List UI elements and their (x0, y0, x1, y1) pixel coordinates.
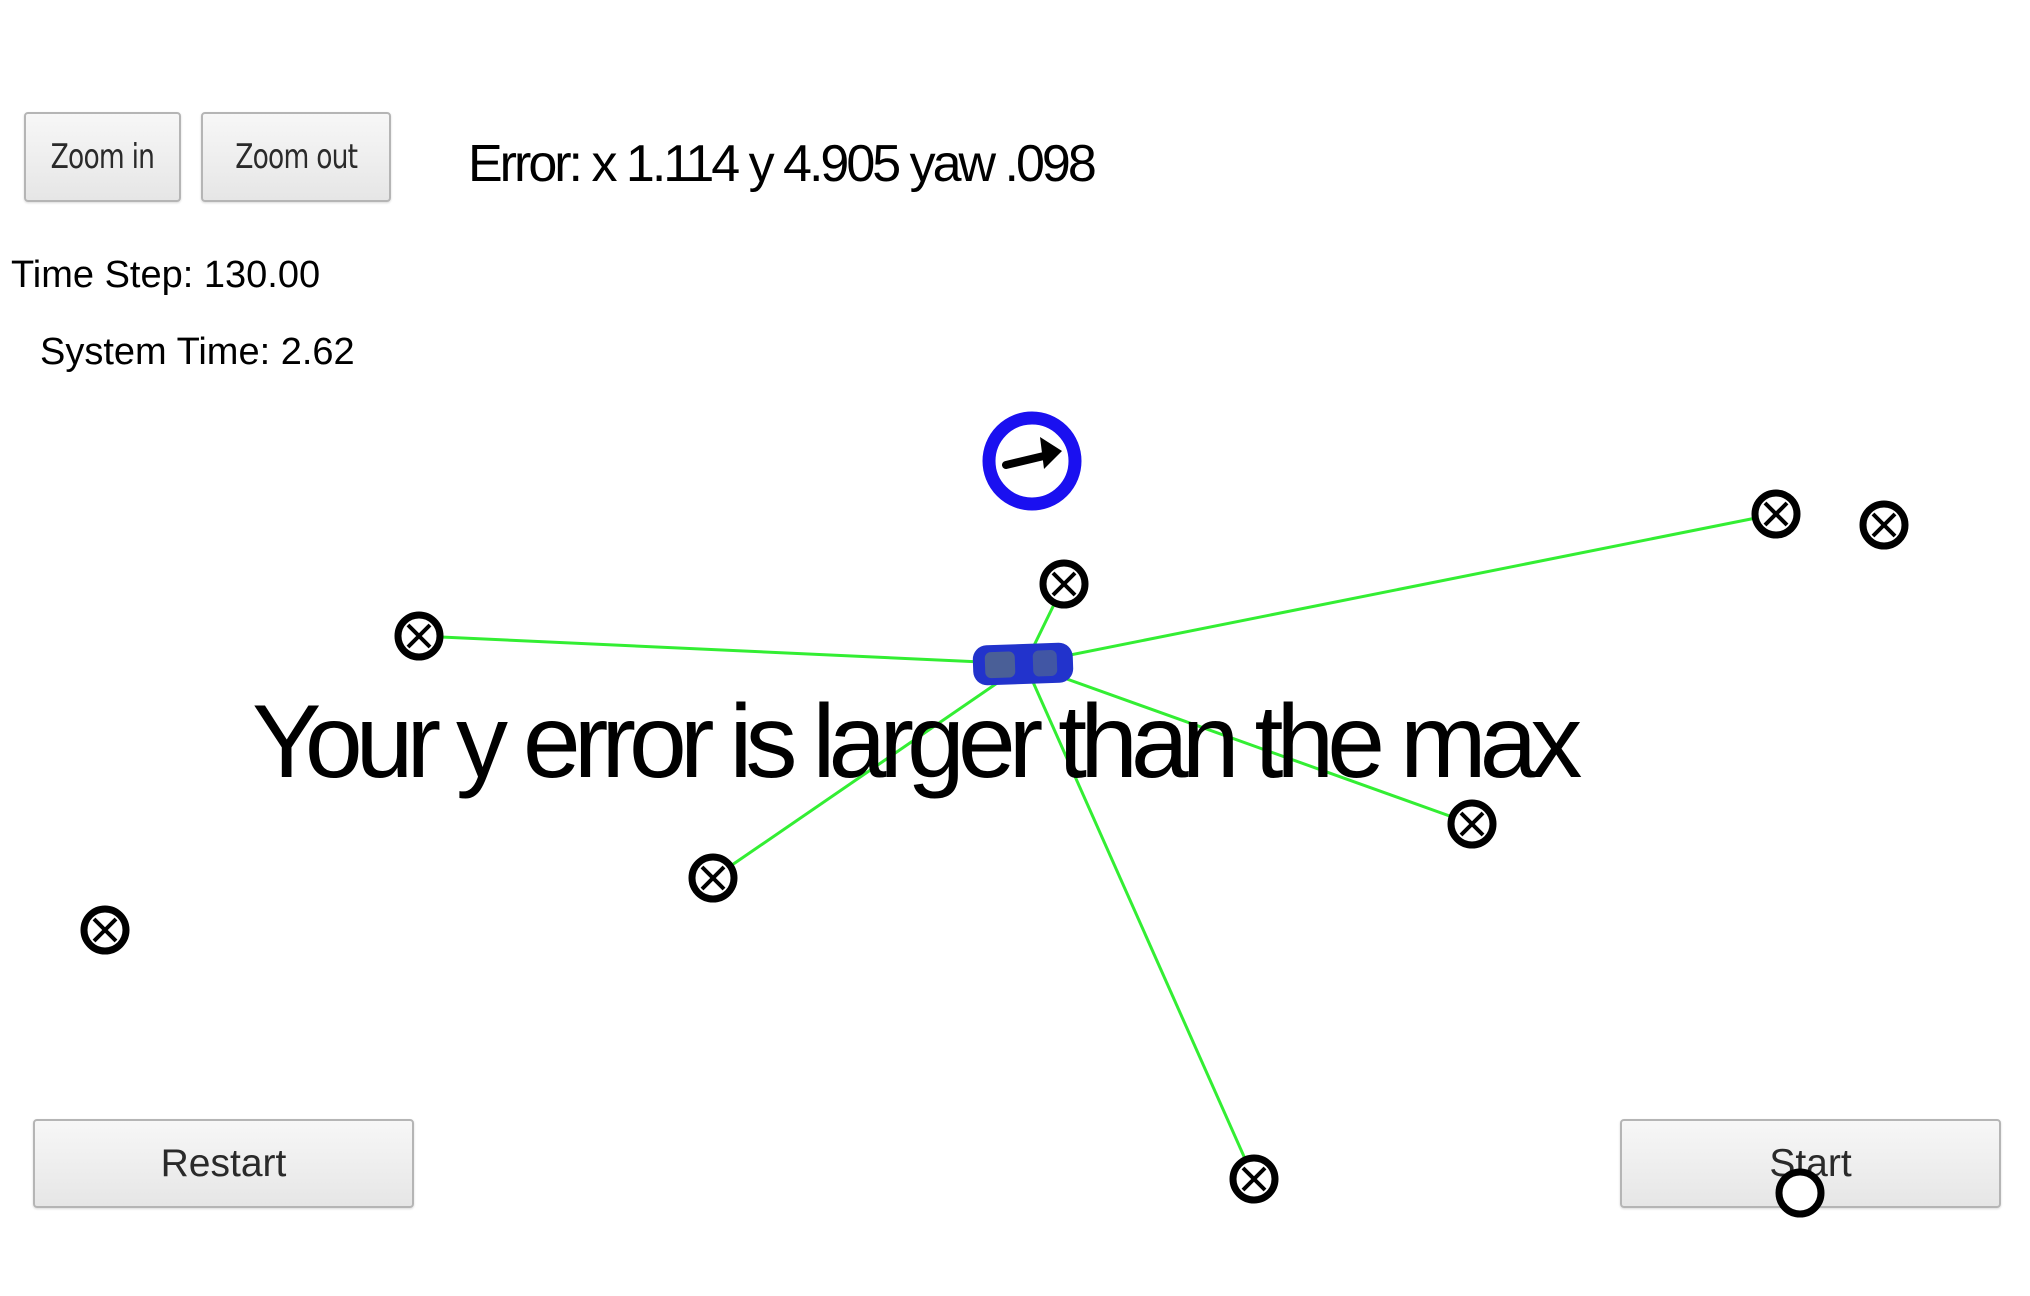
ground-truth-ring-icon (982, 411, 1082, 511)
landmark-x-icon (1775, 1168, 1825, 1218)
restart-button[interactable]: Restart (33, 1119, 414, 1208)
zoom-in-label: Zoom in (50, 137, 155, 177)
observation-line (1023, 663, 1256, 1180)
vehicle-icon (972, 642, 1074, 686)
landmark-x-icon (1751, 489, 1801, 539)
landmark-x-icon (1859, 500, 1909, 550)
landmark-x-icon (394, 611, 444, 661)
observation-line (1024, 512, 1777, 666)
zoom-out-label: Zoom out (234, 137, 358, 177)
zoom-out-button[interactable]: Zoom out (201, 112, 391, 202)
system-time-readout: System Time: 2.62 (40, 331, 355, 373)
landmark-x-icon (688, 853, 738, 903)
error-message: Your y error is larger than the max (252, 684, 1582, 800)
observation-line (418, 634, 1026, 666)
observation-lines (418, 512, 1777, 1180)
observation-line (712, 662, 1026, 880)
error-readout: Error: x 1.114 y 4.905 yaw .098 (468, 135, 1097, 193)
landmarks (80, 489, 1909, 1218)
landmark-x-icon (80, 905, 130, 955)
landmark-x-icon (1229, 1154, 1279, 1204)
time-step-readout: Time Step: 130.00 (11, 254, 321, 296)
zoom-in-button[interactable]: Zoom in (24, 112, 181, 202)
landmark-x-icon (1039, 559, 1089, 609)
landmark-x-icon (1447, 799, 1497, 849)
observation-line (1024, 662, 1473, 826)
